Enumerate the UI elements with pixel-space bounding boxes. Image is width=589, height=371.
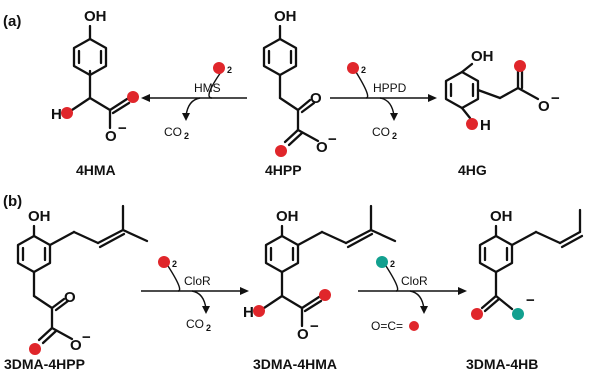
compound-name-4hma: 4HMA: [76, 162, 116, 178]
hydroxyl-label: OH: [471, 48, 494, 65]
hydrogen-label: H: [51, 106, 62, 123]
reaction-arrow-clor-2: 2 CloR O=C=: [358, 256, 467, 333]
reaction-arrow-clor-1: 2 CloR CO 2: [141, 256, 249, 333]
hydrogen-label: H: [480, 117, 491, 134]
charge-label: −: [118, 120, 127, 137]
compound-name-3dma-4hma: 3DMA-4HMA: [253, 356, 337, 371]
oxygen-label: O: [105, 128, 117, 145]
labeled-oxygen-atom: [409, 321, 419, 331]
structure-3dma-4hpp: OH O O − 3DMA-4HPP: [4, 204, 149, 371]
co2-label: CO: [372, 125, 390, 139]
subscript-label: 2: [206, 323, 211, 333]
oxygen-molecule-icon: [158, 256, 170, 268]
compound-name-4hpp: 4HPP: [265, 162, 302, 178]
hydrogen-label: H: [243, 304, 254, 321]
structure-3dma-4hma: OH H O − 3DMA-4HMA: [243, 204, 397, 371]
subscript-label: 2: [390, 259, 395, 269]
enzyme-label-clor: CloR: [401, 274, 428, 288]
hydroxyl-label: OH: [84, 8, 107, 25]
labeled-oxygen-atom: [253, 305, 265, 317]
subscript-label: 2: [361, 65, 366, 75]
charge-label: −: [526, 292, 535, 309]
labeled-oxygen-atom: [471, 308, 483, 320]
subscript-label: 2: [392, 131, 397, 141]
hydroxyl-label: OH: [490, 208, 513, 225]
compound-name-3dma-4hb: 3DMA-4HB: [466, 356, 538, 371]
panel-label-b: (b): [3, 193, 22, 210]
structure-4hma: OH H O − 4HMA: [51, 8, 139, 178]
oxygen-label: O: [538, 98, 550, 115]
subscript-label: 2: [172, 259, 177, 269]
labeled-oxygen-atom-teal: [512, 308, 524, 320]
reaction-arrow-hms: 2 HMS CO 2: [141, 62, 247, 141]
labeled-oxygen-atom: [319, 289, 331, 301]
oxygen-molecule-icon: [347, 62, 359, 74]
subscript-label: 2: [227, 65, 232, 75]
oxygen-molecule-icon: [213, 62, 225, 74]
structure-3dma-4hb: OH − 3DMA-4HB: [466, 208, 584, 371]
enzyme-label-clor: CloR: [184, 274, 211, 288]
labeled-oxygen-atom: [275, 145, 287, 157]
co2-label: CO: [186, 317, 204, 331]
charge-label: −: [82, 329, 91, 346]
enzyme-label-hms: HMS: [194, 81, 221, 95]
structure-4hg: OH H O − 4HG: [444, 48, 560, 178]
carbon-dioxide-label: O=C=: [371, 319, 403, 333]
labeled-oxygen-atom: [29, 343, 41, 355]
oxygen-label: O: [310, 90, 322, 107]
oxygen-label: O: [297, 326, 309, 343]
hydroxyl-label: OH: [276, 208, 299, 225]
hydroxyl-label: OH: [28, 208, 51, 225]
oxygen-label: O: [316, 139, 328, 156]
labeled-oxygen-atom: [466, 118, 478, 130]
compound-name-4hg: 4HG: [458, 162, 487, 178]
charge-label: −: [328, 131, 337, 148]
labeled-oxygen-atom: [127, 91, 139, 103]
hydroxyl-label: OH: [274, 8, 297, 25]
reaction-arrow-hppd: 2 HPPD CO 2: [330, 62, 437, 141]
charge-label: −: [310, 318, 319, 335]
co2-label: CO: [164, 125, 182, 139]
subscript-label: 2: [184, 131, 189, 141]
charge-label: −: [551, 90, 560, 107]
compound-name-3dma-4hpp: 3DMA-4HPP: [4, 356, 85, 371]
oxygen-label: O: [70, 337, 82, 354]
labeled-oxygen-atom: [61, 107, 73, 119]
oxygen-molecule-icon: [376, 256, 388, 268]
panel-label-a: (a): [3, 13, 21, 30]
enzyme-label-hppd: HPPD: [373, 81, 407, 95]
structure-4hpp: OH O O − 4HPP: [262, 8, 337, 178]
labeled-oxygen-atom: [514, 60, 526, 72]
oxygen-label: O: [64, 289, 76, 306]
